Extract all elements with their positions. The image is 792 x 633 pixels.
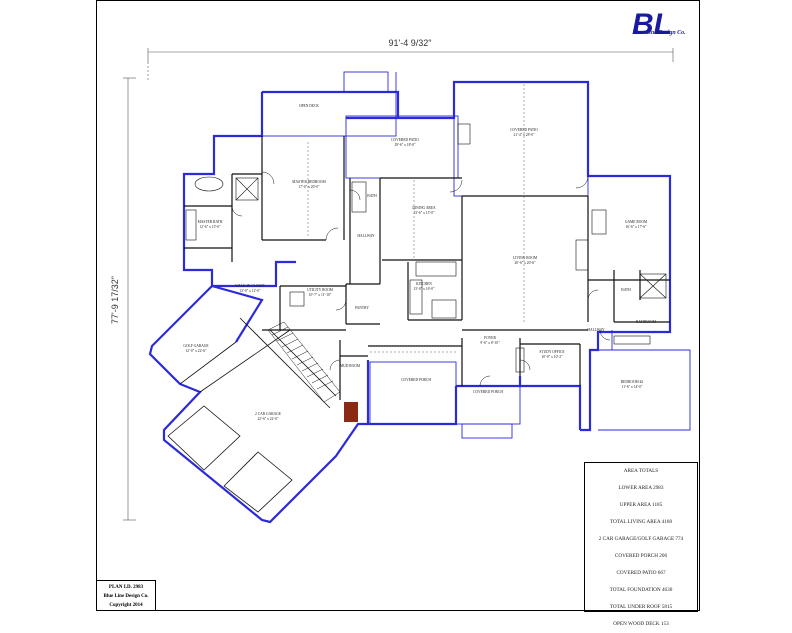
area-totals-table: AREA TOTALS LOWER AREA 2983 UPPER AREA 1… <box>584 462 698 627</box>
plan-company: Blue Line Design Co. <box>103 594 149 599</box>
plan-id: PLAN I.D. 2983 <box>108 585 144 590</box>
interior-walls <box>184 136 670 400</box>
room-hallway-2: HALLWAY <box>587 328 605 332</box>
logo-company-name: Blue Line Design Co. <box>632 30 686 36</box>
beams <box>307 84 525 353</box>
room-covered-porch-2: COVERED PORCH <box>473 390 503 394</box>
overall-width-label: 91'-4 9/32" <box>389 38 432 48</box>
area-row: TOTAL LIVING AREA 4168 <box>610 519 672 525</box>
brick-accent <box>344 402 358 422</box>
garage-lines <box>179 317 337 409</box>
deck-outlines <box>261 71 691 439</box>
room-bathroom: BATHROOM <box>635 320 657 324</box>
floor-plan: 91'-4 9/32" 77'-9 17/32" <box>110 38 691 524</box>
area-row: COVERED PATIO 667 <box>616 570 666 576</box>
room-hallway-1: HALLWAY <box>357 234 375 238</box>
area-row: COVERED PORCH 206 <box>614 553 668 559</box>
room-mud-room: MUD ROOM <box>339 364 361 368</box>
area-row: TOTAL FOUNDATION 4630 <box>609 587 673 593</box>
area-row: UPPER AREA 1185 <box>619 502 663 508</box>
plan-copyright: Copyright 2014 <box>109 603 143 608</box>
room-bath: BATH <box>367 194 377 198</box>
room-covered-porch: COVERED PORCH <box>401 378 431 382</box>
stairs <box>267 321 341 403</box>
logo-mark: BL <box>632 8 672 40</box>
room-pantry: PANTRY <box>355 306 369 310</box>
area-row: 2 CAR GARAGE/GOLF GARAGE 774 <box>598 536 684 542</box>
dimension-lines <box>123 48 674 521</box>
company-logo: BL <box>632 8 672 40</box>
area-row: TOTAL UNDER ROOF 5815 <box>609 604 673 610</box>
area-row: OPEN WOOD DECK 153 <box>613 621 669 627</box>
garage-doors <box>167 405 293 513</box>
overall-depth-label: 77'-9 17/32" <box>110 276 120 324</box>
fixtures <box>185 123 667 373</box>
room-open-deck: OPEN DECK <box>298 104 320 108</box>
sheet-border <box>96 0 700 611</box>
room-bath-2: BATH <box>621 288 631 292</box>
area-totals-title: AREA TOTALS <box>623 468 659 474</box>
plan-info-plaque: PLAN I.D. 2983 Blue Line Design Co. Copy… <box>96 580 156 611</box>
area-row: LOWER AREA 2983 <box>618 485 664 491</box>
door-swings <box>231 171 611 387</box>
